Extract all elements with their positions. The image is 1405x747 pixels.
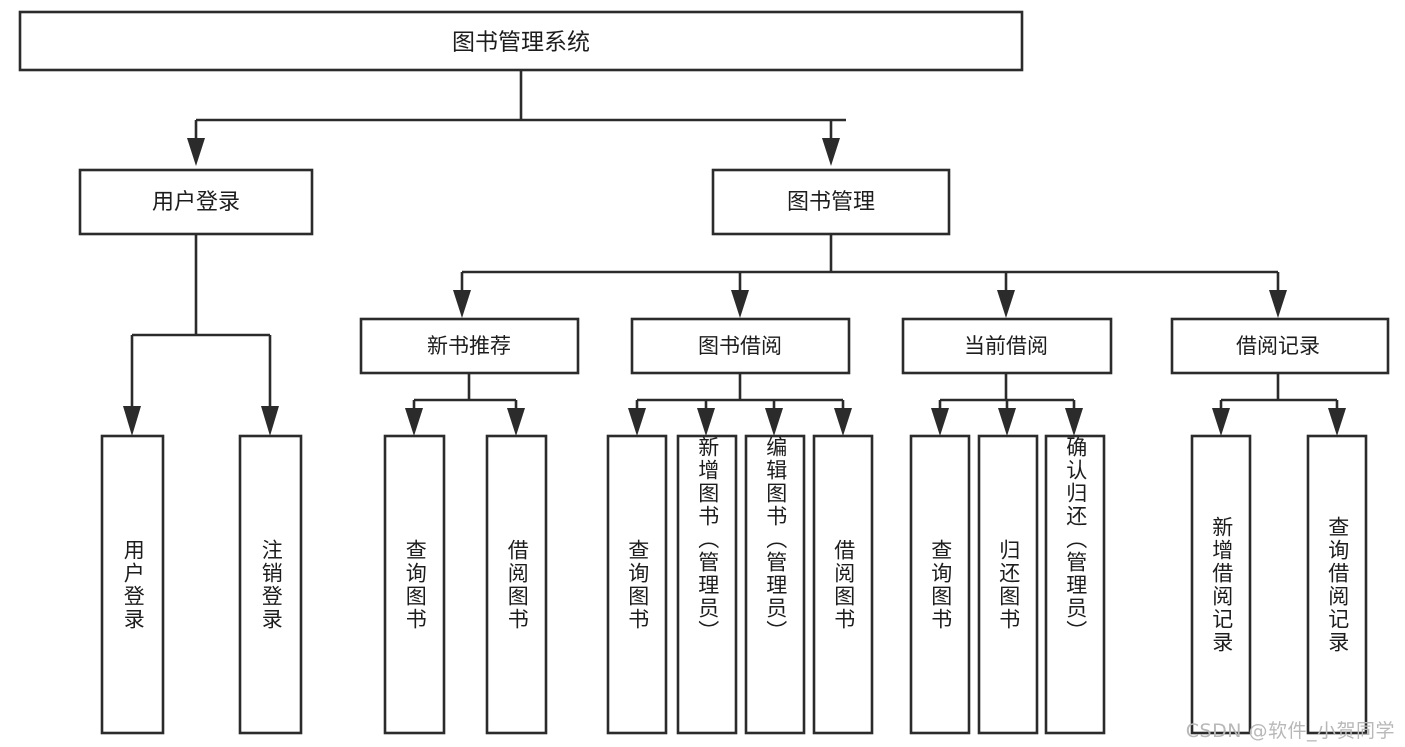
connector-borrow-record-to-leaves (1212, 373, 1346, 436)
leaf-box-user-login[interactable] (100, 434, 165, 735)
arrow-icon (834, 408, 852, 436)
arrow-icon (1328, 408, 1346, 436)
node-box-root[interactable] (18, 10, 1024, 72)
arrow-icon (405, 408, 423, 436)
node-label-book-borrow: 图书借阅 (698, 334, 782, 358)
arrow-icon (1269, 290, 1287, 318)
node-user-login[interactable]: 用户登录 (78, 168, 314, 236)
arrow-icon (997, 290, 1015, 318)
leaf-box-confirm-return[interactable] (1044, 434, 1106, 735)
node-book-management[interactable]: 图书管理 (711, 168, 951, 236)
node-root[interactable]: 图书管理系统 (18, 10, 1024, 72)
leaf-box-add-book[interactable] (676, 434, 738, 735)
node-new-book-recommend[interactable]: 新书推荐 (359, 317, 580, 375)
leaf-box-query-book-1[interactable] (383, 434, 446, 735)
node-label-new-book-recommend: 新书推荐 (427, 334, 511, 358)
arrow-icon (731, 290, 749, 318)
arrow-icon (998, 408, 1016, 436)
leaf-box-return-book[interactable] (977, 434, 1039, 735)
connector-current-borrow-to-leaves (931, 373, 1083, 436)
connector-new-book-recommend-to-leaves (405, 373, 525, 436)
node-box-book-management[interactable] (711, 168, 951, 236)
node-box-current-borrow[interactable] (901, 317, 1113, 375)
node-box-user-login[interactable] (78, 168, 314, 236)
leaf-box-logout-login[interactable] (238, 434, 303, 735)
node-current-borrow[interactable]: 当前借阅 (901, 317, 1113, 375)
connector-book-borrow-to-leaves (628, 373, 852, 436)
node-book-borrow[interactable]: 图书借阅 (630, 317, 851, 375)
arrow-icon (765, 408, 783, 436)
leaf-box-query-record[interactable] (1306, 434, 1368, 735)
leaf-box-borrow-book-2[interactable] (812, 434, 874, 735)
leaf-box-query-book-2[interactable] (606, 434, 668, 735)
connector-user-login-to-leaves (123, 234, 279, 436)
arrow-icon (931, 408, 949, 436)
leaf-box-query-book-3[interactable] (909, 434, 971, 735)
node-label-user-login: 用户登录 (152, 190, 240, 215)
leaf-box-add-record[interactable] (1190, 434, 1252, 735)
leaf-box-borrow-book-1[interactable] (485, 434, 548, 735)
node-label-root: 图书管理系统 (452, 30, 590, 56)
arrow-icon (697, 408, 715, 436)
arrow-icon (628, 408, 646, 436)
leaf-boxes (100, 434, 1368, 735)
node-label-current-borrow: 当前借阅 (964, 334, 1048, 358)
arrow-icon (507, 408, 525, 436)
arrow-icon (187, 138, 205, 166)
connector-book-management-to-level3 (453, 234, 1287, 318)
connector-root-to-level2 (187, 70, 846, 166)
node-box-borrow-record[interactable] (1170, 317, 1390, 375)
node-borrow-record[interactable]: 借阅记录 (1170, 317, 1390, 375)
leaf-box-edit-book[interactable] (744, 434, 806, 735)
node-label-book-management: 图书管理 (787, 190, 875, 215)
arrow-icon (453, 290, 471, 318)
node-label-borrow-record: 借阅记录 (1236, 334, 1320, 358)
node-box-new-book-recommend[interactable] (359, 317, 580, 375)
arrow-icon (261, 406, 279, 436)
csdn-watermark: CSDN @软件_小贺同学 (1185, 720, 1395, 742)
arrow-icon (1212, 408, 1230, 436)
node-box-book-borrow[interactable] (630, 317, 851, 375)
arrow-icon (1065, 408, 1083, 436)
arrow-icon (123, 406, 141, 436)
arrow-icon (822, 138, 840, 166)
